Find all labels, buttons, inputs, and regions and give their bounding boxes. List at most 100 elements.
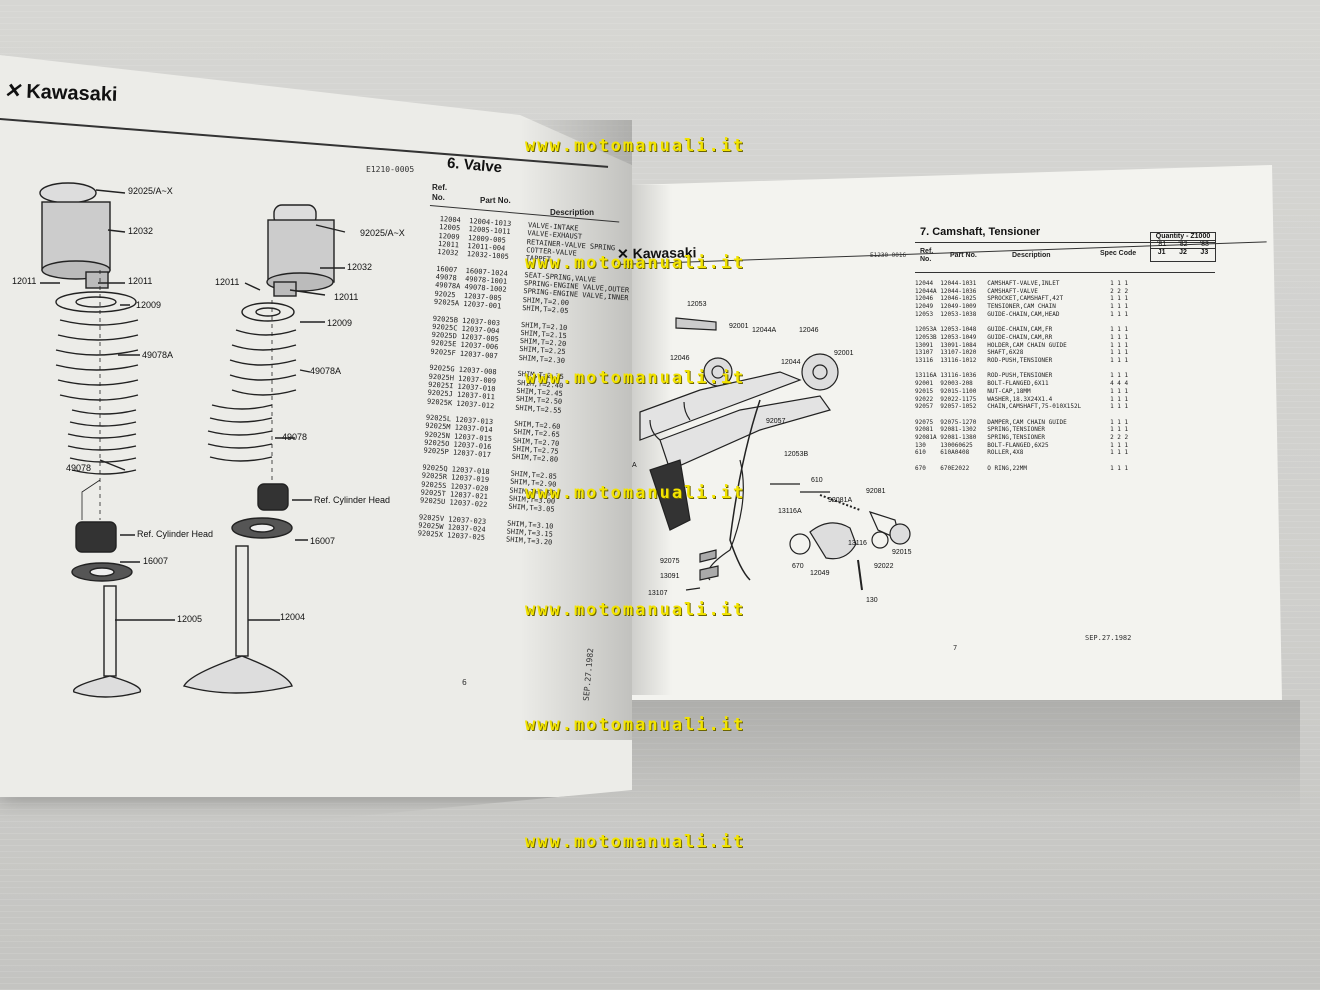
- cam-col-ref: Ref. No.: [920, 248, 934, 263]
- valve-col-desc: Description: [550, 208, 595, 217]
- qty-year-83: '83: [1199, 241, 1209, 248]
- quantity-box: Quantity - Z1000 '81 '82 '83 J1 J2 J3: [1150, 232, 1216, 262]
- watermark-5: www.motomanuali.it: [525, 600, 746, 620]
- cam-callout-13116A: 13116A: [778, 508, 802, 515]
- cam-callout-92001-b: 92001: [834, 350, 854, 357]
- watermark-4: www.motomanuali.it: [525, 483, 746, 503]
- callout-12005: 12005: [177, 614, 203, 624]
- left-page-number: 6: [462, 678, 467, 687]
- camshaft-section-title: 7. Camshaft, Tensioner: [920, 226, 1041, 238]
- camshaft-part-row: 12044 12044-1031 CAMSHAFT-VALVE,INLET 1 …: [915, 280, 1129, 287]
- right-page-date: SEP.27.1982: [1085, 634, 1132, 642]
- valve-col-part: Part No.: [480, 196, 511, 205]
- camshaft-parts-list: 12044 12044-1031 CAMSHAFT-VALVE,INLET 1 …: [915, 280, 1128, 473]
- cam-callout-92015: 92015: [892, 549, 912, 556]
- callout-cylinder-head-right: Ref. Cylinder Head: [314, 495, 391, 505]
- camshaft-part-row: 610 610A0408 ROLLER,4X8 1 1 1: [915, 449, 1129, 457]
- camshaft-part-row: [915, 457, 1128, 465]
- valve-col-ref: Ref. No.: [432, 183, 448, 202]
- camshaft-part-row: 92075 92075-1270 DAMPER,CAM CHAIN GUIDE …: [915, 418, 1129, 426]
- watermark-1: www.motomanuali.it: [525, 136, 746, 156]
- left-figure-code: E1210-0005: [366, 165, 415, 174]
- cam-callout-92057: 92057: [766, 418, 786, 425]
- camshaft-part-row: 12053 12053-1038 GUIDE-CHAIN,CAM,HEAD 1 …: [915, 310, 1129, 318]
- cam-col-desc: Description: [1012, 252, 1051, 259]
- camshaft-title-rule: [915, 242, 1215, 243]
- callout-12009-right: 12009: [327, 318, 353, 328]
- callout-12011-right-b: 12011: [334, 292, 359, 302]
- camshaft-part-row: 92022 92022-1175 WASHER,18.3X24X1.4 1 1 …: [915, 395, 1129, 403]
- watermark-6: www.motomanuali.it: [525, 715, 746, 735]
- cam-callout-12046-a: 12046: [799, 327, 819, 334]
- camshaft-part-row: 13116A 13116-1036 ROD-PUSH,TENSIONER 1 1…: [915, 372, 1129, 380]
- callout-12032-left: 12032: [128, 226, 154, 236]
- camshaft-part-row: [915, 365, 1128, 373]
- camshaft-part-row: 130 130060625 BOLT-FLANGED,6X25 1 1 1: [915, 441, 1129, 449]
- cam-callout-92075: 92075: [660, 558, 680, 565]
- camshaft-part-row: 12053B 12053-1049 GUIDE-CHAIN,CAM,RR 1 1…: [915, 333, 1129, 341]
- right-page-number: 7: [953, 644, 958, 652]
- cam-callout-12044: 12044: [781, 359, 801, 366]
- camshaft-part-row: 12053A 12053-1048 GUIDE-CHAIN,CAM,FR 1 1…: [915, 326, 1129, 334]
- callout-16007-left: 16007: [143, 556, 169, 566]
- camshaft-part-row: 92015 92015-1100 NUT-CAP,18MM 1 1 1: [915, 387, 1129, 395]
- callout-16007-right: 16007: [310, 536, 336, 546]
- right-figure-code: E1230-0016: [870, 252, 907, 259]
- cam-col-spec: Spec Code: [1100, 250, 1137, 257]
- camshaft-part-row: 12046 12046-1025 SPROCKET,CAMSHAFT,42T 1…: [915, 295, 1129, 303]
- qty-year-82: '82: [1178, 241, 1188, 248]
- callout-49078A-left: 49078A: [142, 350, 174, 360]
- cam-callout-13116: 13116: [848, 540, 867, 547]
- cam-col-part: Part No.: [950, 252, 977, 259]
- camshaft-part-row: 13091 13091-1084 HOLDER,CAM CHAIN GUIDE …: [915, 341, 1129, 349]
- callout-12011-right-a: 12011: [215, 277, 240, 287]
- callout-49078-right: 49078: [282, 432, 308, 442]
- camshaft-part-row: [915, 319, 1128, 327]
- camshaft-part-row: 12044A 12044-1036 CAMSHAFT-VALVE 2 2 2: [915, 287, 1129, 295]
- cam-callout-12044A: 12044A: [752, 327, 777, 334]
- callout-49078-left: 49078: [66, 463, 92, 473]
- cam-callout-610: 610: [811, 477, 823, 484]
- camshaft-part-row: 92081 92081-1302 SPRING,TENSIONER 1 1 1: [915, 426, 1129, 434]
- callout-49078A-right: 49078A: [310, 366, 342, 376]
- camshaft-part-row: [915, 411, 1128, 419]
- camshaft-part-row: 92001 92003-208 BOLT-FLANGED,6X11 4 4 4: [915, 380, 1129, 388]
- camshaft-part-row: 12049 12049-1009 TENSIONER,CAM CHAIN 1 1…: [915, 303, 1129, 311]
- callout-92025-right: 92025/A~X: [360, 228, 405, 238]
- callout-12004: 12004: [280, 612, 306, 622]
- left-page-gutter-shade: [520, 120, 632, 740]
- callout-12011-left-b: 12011: [12, 276, 37, 286]
- watermark-2: www.motomanuali.it: [525, 253, 746, 273]
- camshaft-part-row: 92081A 92081-1380 SPRING,TENSIONER 2 2 2: [915, 434, 1129, 442]
- cam-callout-92022: 92022: [874, 563, 894, 570]
- camshaft-part-row: 670 670E2022 O RING,22MM 1 1 1: [915, 464, 1129, 472]
- camshaft-part-row: 13116 13116-1012 ROD-PUSH,TENSIONER 1 1 …: [915, 357, 1129, 365]
- cam-callout-130: 130: [866, 597, 878, 604]
- cam-callout-670: 670: [792, 563, 804, 570]
- callout-12009-left: 12009: [136, 300, 162, 310]
- camshaft-part-row: 13107 13107-1020 SHAFT,6X28 1 1 1: [915, 349, 1129, 357]
- watermark-3: www.motomanuali.it: [525, 368, 746, 388]
- cam-callout-92001-a: 92001: [729, 323, 749, 330]
- cam-callout-12049: 12049: [810, 570, 830, 577]
- cam-callout-12046-b: 12046: [670, 355, 690, 362]
- camshaft-part-row: 92057 92057-1052 CHAIN,CAMSHAFT,75-010X1…: [915, 403, 1129, 411]
- watermark-7: www.motomanuali.it: [525, 832, 746, 852]
- callout-cylinder-head-left: Ref. Cylinder Head: [137, 529, 214, 539]
- cam-callout-12053B: 12053B: [784, 451, 809, 458]
- cam-callout-92081: 92081: [866, 488, 886, 495]
- callout-92025-left: 92025/A~X: [128, 186, 173, 196]
- cam-callout-13091: 13091: [660, 573, 680, 580]
- qty-model-j3: J3: [1200, 249, 1209, 256]
- cam-callout-a: A: [632, 462, 637, 469]
- cam-callout-13107: 13107: [648, 590, 668, 597]
- callout-12011-left: 12011: [128, 276, 153, 286]
- camshaft-header-rule: [915, 272, 1215, 273]
- qty-model-j2: J2: [1179, 249, 1187, 256]
- qty-year-81: '81: [1157, 241, 1167, 248]
- cam-callout-12053: 12053: [687, 301, 707, 308]
- qty-model-j1: J1: [1157, 249, 1166, 256]
- cam-callout-92081A: 92081A: [828, 497, 853, 504]
